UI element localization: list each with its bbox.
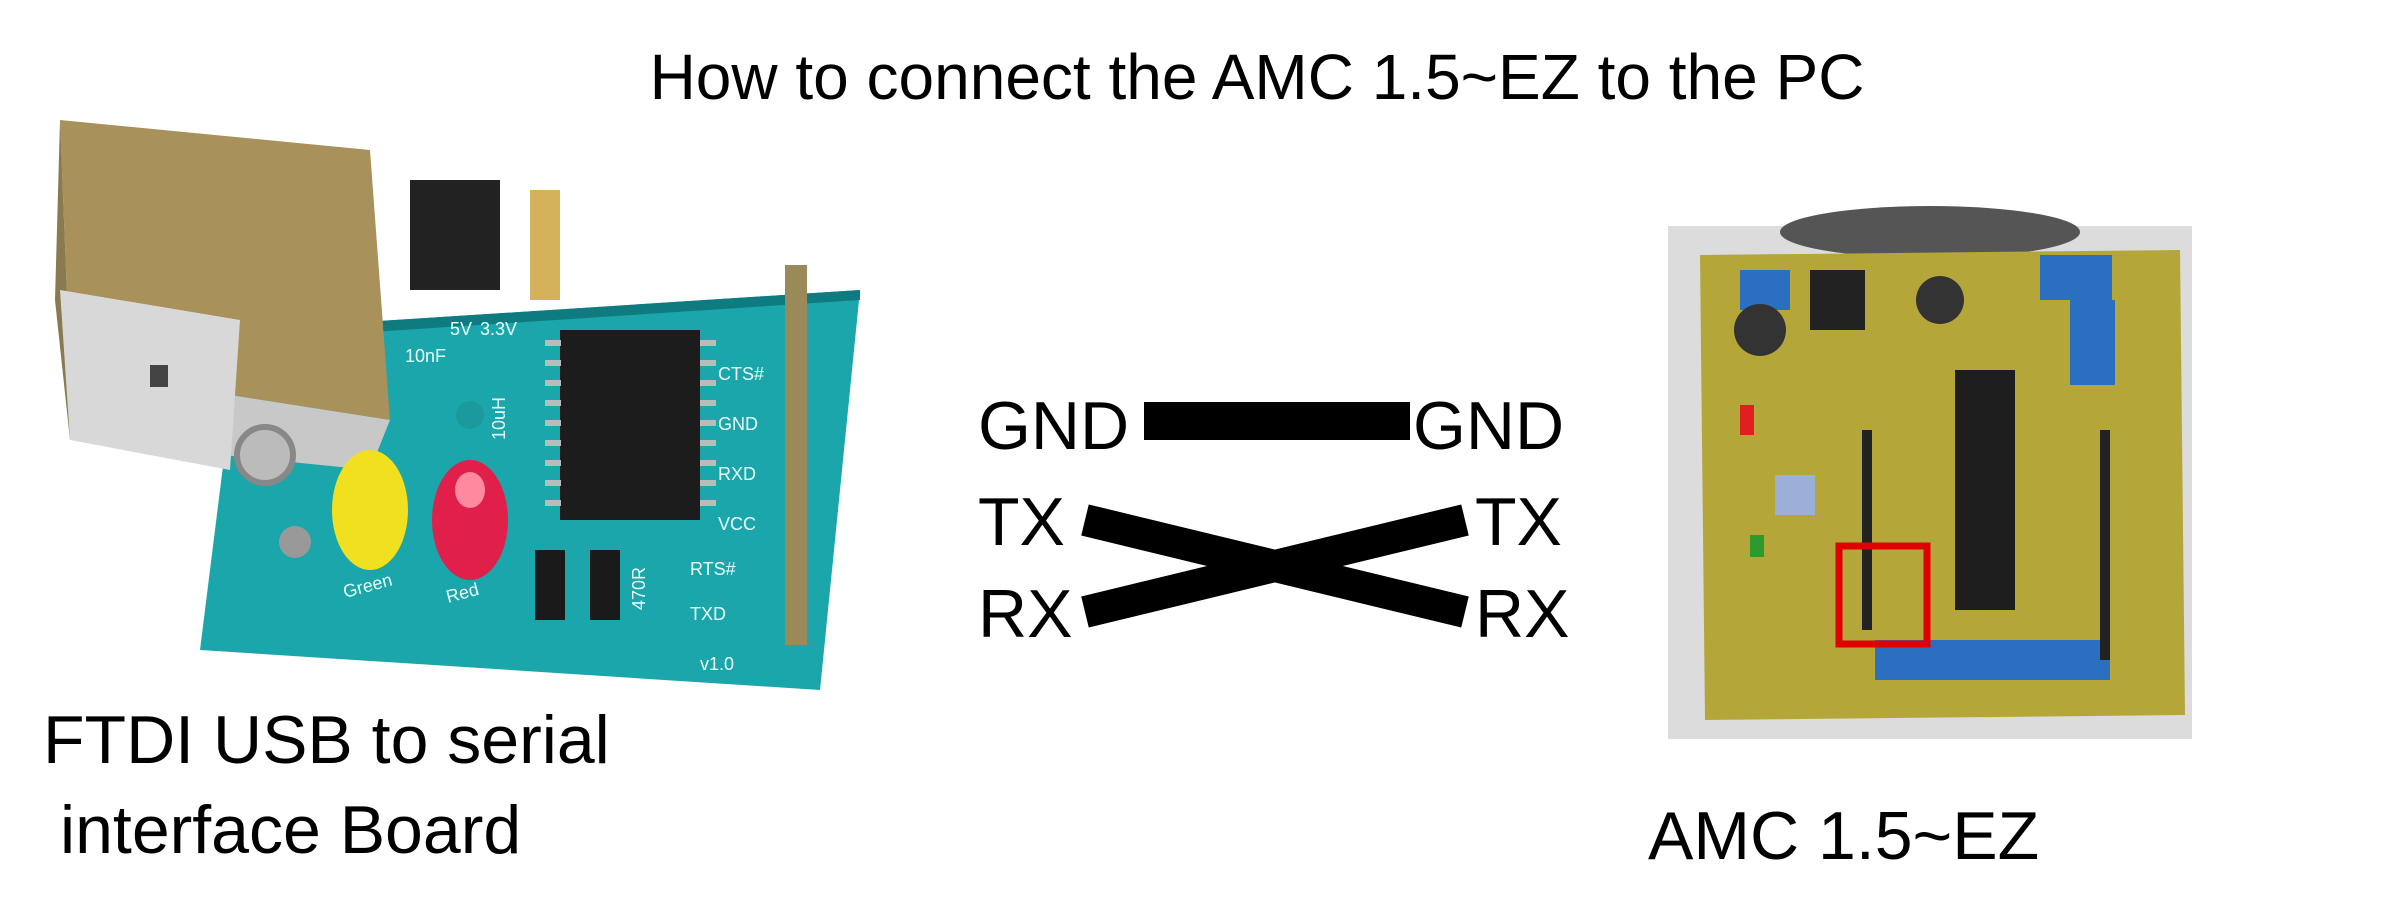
- page-title: How to connect the AMC 1.5~EZ to the PC: [649, 41, 1865, 113]
- ftdi-caption-line1: FTDI USB to serial: [43, 702, 610, 778]
- right-pin-tx: TX: [1475, 484, 1562, 560]
- silk-vcc: VCC: [718, 514, 756, 534]
- gnd-wire: [1144, 402, 1410, 440]
- silk-5v: 5V: [450, 319, 472, 339]
- connection-highlight-box: [1835, 542, 1931, 648]
- silk-cts: CTS#: [718, 364, 764, 384]
- silk-10uh: 10uH: [489, 397, 509, 440]
- silk-rxd: RXD: [718, 464, 756, 484]
- silk-470r: 470R: [629, 567, 649, 610]
- ftdi-board-image: 5V 3.3V 10nF 10uH CTS# GND RXD VCC RTS# …: [55, 120, 860, 690]
- right-pin-rx: RX: [1475, 576, 1570, 652]
- ftdi-caption-line2: interface Board: [60, 792, 522, 868]
- left-pin-rx: RX: [978, 576, 1073, 652]
- silk-version: v1.0: [700, 654, 734, 674]
- right-pin-gnd: GND: [1413, 388, 1565, 464]
- silk-txd: TXD: [690, 604, 726, 624]
- amc-board-photo: [1668, 206, 2192, 739]
- left-pin-tx: TX: [978, 484, 1065, 560]
- rx-to-tx-wire: [1081, 504, 1469, 628]
- amc-caption: AMC 1.5~EZ: [1648, 798, 2040, 874]
- silk-10nf: 10nF: [405, 346, 446, 366]
- silk-3v3: 3.3V: [480, 319, 517, 339]
- silk-gnd: GND: [718, 414, 758, 434]
- silk-rts: RTS#: [690, 559, 736, 579]
- left-pin-gnd: GND: [978, 388, 1130, 464]
- wiring-diagram: [1081, 402, 1469, 628]
